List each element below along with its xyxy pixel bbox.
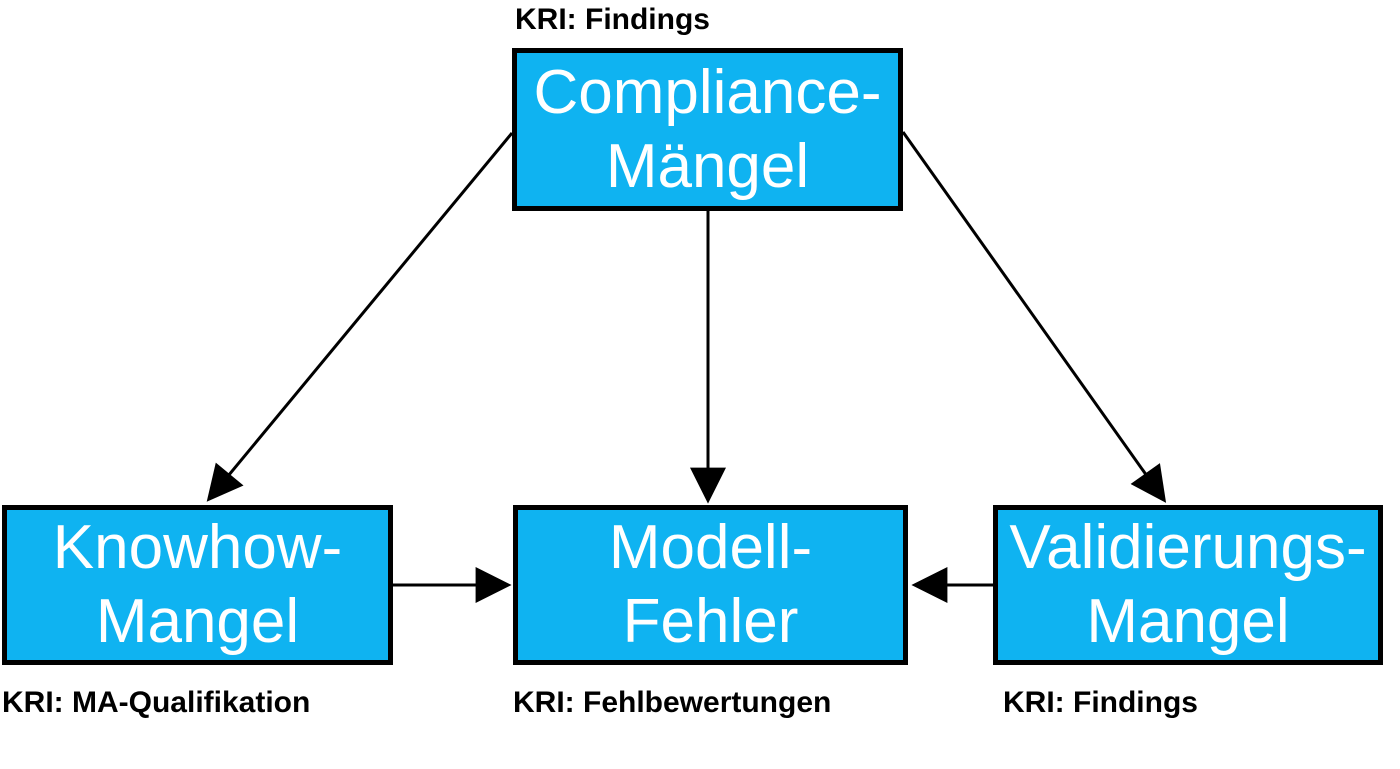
node-label-line: Compliance-	[533, 57, 882, 127]
node-label-line: Mangel	[1086, 587, 1290, 656]
node-label-line: Validierungs-	[1009, 513, 1367, 582]
kri-label-validierung: KRI: Findings	[1003, 686, 1198, 719]
kri-label-modell: KRI: Fehlbewertungen	[513, 686, 832, 719]
kri-label-knowhow: KRI: MA-Qualifikation	[2, 686, 311, 719]
node-validierungs-mangel: Validierungs- Mangel	[993, 505, 1383, 665]
kri-label-compliance: KRI: Findings	[515, 3, 710, 36]
node-label-line: Knowhow-	[52, 513, 343, 582]
node-label-line: Mängel	[605, 131, 810, 201]
node-label-line: Mangel	[95, 587, 300, 656]
node-knowhow-mangel: Knowhow- Mangel	[2, 505, 393, 665]
node-modell-fehler: Modell- Fehler	[513, 505, 908, 665]
node-label-line: Modell-	[608, 513, 813, 582]
arrow-compliance-to-validierung	[901, 131, 1167, 503]
node-label-line: Fehler	[622, 587, 799, 656]
node-compliance-maengel: Compliance- Mängel	[512, 48, 903, 211]
arrow-compliance-to-knowhow	[206, 132, 514, 502]
